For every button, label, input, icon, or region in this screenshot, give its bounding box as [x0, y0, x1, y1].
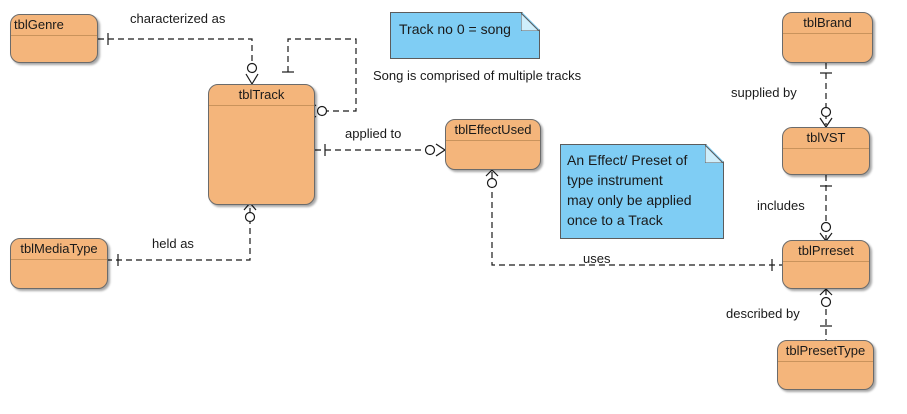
entity-tblpresettype[interactable]: tblPresetType — [777, 340, 874, 390]
entity-tblbrand[interactable]: tblBrand — [782, 12, 873, 63]
note-effect-line: An Effect/ Preset of — [567, 152, 688, 168]
edge-effect-preset — [491, 172, 782, 266]
entity-tblpresettype-title: tblPresetType — [778, 341, 873, 362]
self-zero-mark — [316, 105, 328, 117]
entity-tblpreset[interactable]: tblPrreset — [782, 240, 870, 289]
label-uses: uses — [583, 251, 611, 266]
entity-tblgenre-title: tblGenre — [11, 15, 97, 36]
note-track-song[interactable]: Track no 0 = song — [390, 12, 540, 59]
note-effect-line: may only be applied — [567, 192, 692, 208]
label-held-as: held as — [152, 236, 194, 251]
entity-tblmediatype[interactable]: tblMediaType — [10, 238, 108, 289]
preset-vst-zero-mark — [820, 221, 832, 233]
label-characterized-as: characterized as — [130, 11, 226, 26]
entity-tblmediatype-title: tblMediaType — [11, 239, 107, 260]
note-fold-icon — [521, 13, 539, 31]
label-supplied-by: supplied by — [731, 85, 797, 100]
note-fold-icon — [705, 145, 723, 163]
note-effect-preset[interactable]: An Effect/ Preset of type instrument may… — [560, 144, 724, 239]
label-described-by: described by — [726, 306, 800, 321]
note-effect-line: type instrument — [567, 172, 663, 188]
entity-tbleffectused-title: tblEffectUsed — [446, 120, 540, 141]
note-effect-line: once to a Track — [567, 212, 663, 228]
song-comment: Song is comprised of multiple tracks — [373, 68, 582, 83]
entity-tbleffectused[interactable]: tblEffectUsed — [445, 119, 541, 170]
edge-genre-track — [98, 38, 253, 64]
effect-preset-zero-mark — [486, 177, 498, 189]
effect-track-zero-mark — [424, 144, 436, 156]
preset-type-zero-mark — [820, 296, 832, 308]
label-applied-to: applied to — [345, 126, 402, 141]
edge-track-media — [108, 208, 251, 261]
track-media-zero-mark — [244, 211, 256, 223]
vst-brand-zero-mark — [820, 106, 832, 118]
entity-tblpreset-title: tblPrreset — [783, 241, 869, 262]
label-includes: includes — [757, 198, 805, 213]
edge-track-self — [287, 38, 357, 112]
entity-tblgenre[interactable]: tblGenre — [10, 14, 98, 63]
note-track-song-text: Track no 0 = song — [399, 21, 511, 37]
track-genre-zero-mark — [246, 62, 258, 74]
entity-tbltrack-title: tblTrack — [209, 85, 314, 106]
entity-tblbrand-title: tblBrand — [783, 13, 872, 34]
entity-tblvst[interactable]: tblVST — [782, 127, 870, 175]
entity-tblvst-title: tblVST — [783, 128, 869, 149]
entity-tbltrack[interactable]: tblTrack — [208, 84, 315, 205]
